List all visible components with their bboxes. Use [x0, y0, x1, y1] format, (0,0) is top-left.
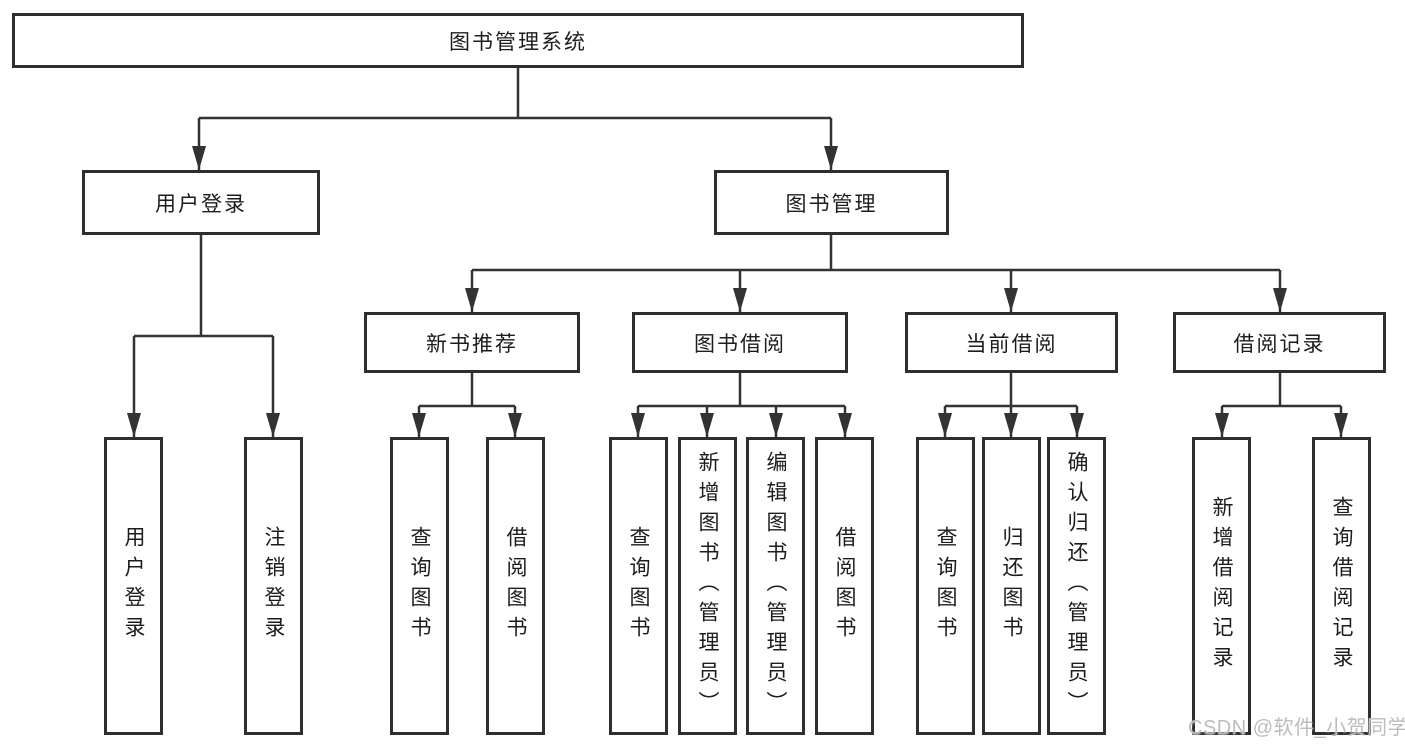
node-label: 用户登录	[155, 192, 247, 216]
node-current-borrowing: 当前借阅	[905, 312, 1118, 373]
node-book-borrowing: 图书借阅	[632, 312, 848, 373]
node-label: 用户登录	[122, 526, 145, 646]
leaf-user-login: 用户登录	[104, 437, 163, 735]
node-label: 注销登录	[262, 526, 285, 646]
node-label: 图书借阅	[694, 332, 786, 356]
node-label: 借阅图书	[504, 526, 527, 646]
node-label: 查询图书	[408, 526, 431, 646]
leaf-query-book-recommend: 查询图书	[390, 437, 449, 735]
leaf-logout: 注销登录	[244, 437, 303, 735]
node-label: 查询图书	[934, 526, 957, 646]
node-label: 查询借阅记录	[1330, 496, 1353, 676]
leaf-borrow-book: 借阅图书	[815, 437, 874, 735]
node-library-management-system: 图书管理系统	[12, 13, 1024, 68]
node-label: 归还图书	[1000, 526, 1023, 646]
node-label: 新增借阅记录	[1210, 496, 1233, 676]
node-label: 编辑图书（管理员）	[764, 451, 787, 721]
node-label: 借阅图书	[833, 526, 856, 646]
node-label: 新书推荐	[426, 332, 518, 356]
leaf-confirm-return-admin: 确认归还（管理员）	[1047, 437, 1106, 735]
leaf-query-book-borrowing: 查询图书	[609, 437, 668, 735]
leaf-add-book-admin: 新增图书（管理员）	[678, 437, 737, 735]
leaf-edit-book-admin: 编辑图书（管理员）	[746, 437, 805, 735]
node-label: 新增图书（管理员）	[696, 451, 719, 721]
node-borrowing-records: 借阅记录	[1173, 312, 1386, 373]
leaf-query-book-current: 查询图书	[916, 437, 975, 735]
node-label: 查询图书	[627, 526, 650, 646]
node-label: 当前借阅	[965, 332, 1058, 356]
node-label: 图书管理系统	[449, 30, 587, 54]
node-label: 确认归还（管理员）	[1065, 451, 1088, 721]
csdn-watermark: CSDN @软件_小贺同学	[1188, 717, 1405, 739]
node-label: 图书管理	[785, 192, 878, 216]
node-new-book-recommend: 新书推荐	[364, 312, 580, 373]
leaf-query-borrow-record: 查询借阅记录	[1312, 437, 1371, 735]
leaf-add-borrow-record: 新增借阅记录	[1192, 437, 1251, 735]
leaf-borrow-book-recommend: 借阅图书	[486, 437, 545, 735]
node-label: 借阅记录	[1233, 332, 1326, 356]
node-user-login-branch: 用户登录	[82, 170, 320, 235]
node-book-management-branch: 图书管理	[714, 170, 949, 235]
leaf-return-book: 归还图书	[982, 437, 1041, 735]
